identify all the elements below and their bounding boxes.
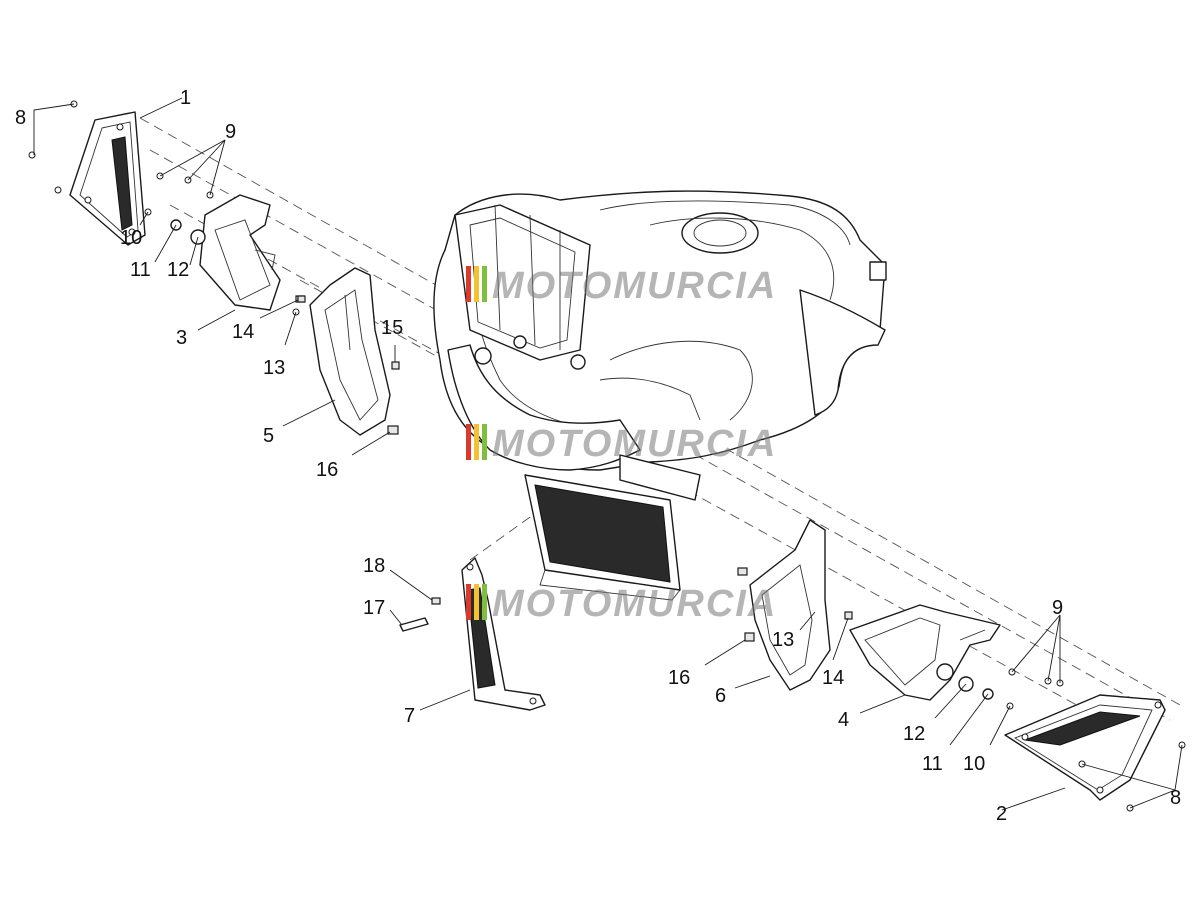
callout-labels: 1 2 3 4 5 6 7 8 8 9 9 10 10 11 11 12 12 …: [15, 87, 1181, 825]
callout-17: 17: [363, 597, 385, 619]
callout-16-left: 16: [316, 459, 338, 481]
callout-4: 4: [838, 709, 849, 731]
callout-10-left: 10: [120, 227, 142, 249]
watermark-text: MOTOMURCIA: [492, 423, 777, 465]
watermark-text: MOTOMURCIA: [492, 265, 777, 307]
callout-8-right: 8: [1170, 787, 1181, 809]
watermark-stripe-green: [482, 584, 487, 620]
callout-13-right: 13: [772, 629, 794, 651]
callout-11-left: 11: [130, 259, 151, 281]
watermark-stripe-green: [482, 266, 487, 302]
callout-9-right: 9: [1052, 597, 1063, 619]
part-2-right-side-panel: [1004, 694, 1166, 801]
callout-5: 5: [263, 425, 274, 447]
part-1-left-side-panel: [69, 111, 146, 246]
callout-12-right: 12: [903, 723, 925, 745]
callout-14-right: 14: [822, 667, 844, 689]
watermark-stripe-green: [482, 424, 487, 460]
callout-14-left: 14: [232, 321, 254, 343]
watermark-stripe-yellow: [474, 424, 479, 460]
callout-6: 6: [715, 685, 726, 707]
callout-3: 3: [176, 327, 187, 349]
watermark-top: MOTOMURCIA: [466, 265, 777, 307]
watermark-stripe-red: [466, 584, 471, 620]
callout-2: 2: [996, 803, 1007, 825]
watermark-middle: MOTOMURCIA: [466, 423, 777, 465]
callout-10-right: 10: [963, 753, 985, 775]
watermark-stripe-yellow: [474, 584, 479, 620]
callout-1: 1: [180, 87, 191, 109]
part-6-right-air-duct: [737, 519, 831, 691]
part-5-left-air-duct: [295, 267, 399, 436]
tank-fairing-assembly: [433, 190, 887, 471]
leader-lines: [33, 97, 1183, 811]
callout-18: 18: [363, 555, 385, 577]
callout-9-left: 9: [225, 121, 236, 143]
callout-11-right: 11: [922, 753, 943, 775]
part-7-lower-grille: [461, 557, 546, 711]
callout-13-left: 13: [263, 357, 285, 379]
callout-12-left: 12: [167, 259, 189, 281]
callout-8-left: 8: [15, 107, 26, 129]
callout-16-right: 16: [668, 667, 690, 689]
watermark-text: MOTOMURCIA: [492, 583, 777, 625]
callout-7: 7: [404, 705, 415, 727]
part-3-left-inner-cover: [199, 194, 281, 311]
watermark-bottom: MOTOMURCIA: [466, 583, 777, 625]
watermark-stripe-red: [466, 424, 471, 460]
part-4-right-inner-cover: [849, 604, 1001, 701]
callout-15: 15: [381, 317, 403, 339]
watermark-stripe-red: [466, 266, 471, 302]
watermark-stripe-yellow: [474, 266, 479, 302]
radiator: [524, 454, 701, 601]
